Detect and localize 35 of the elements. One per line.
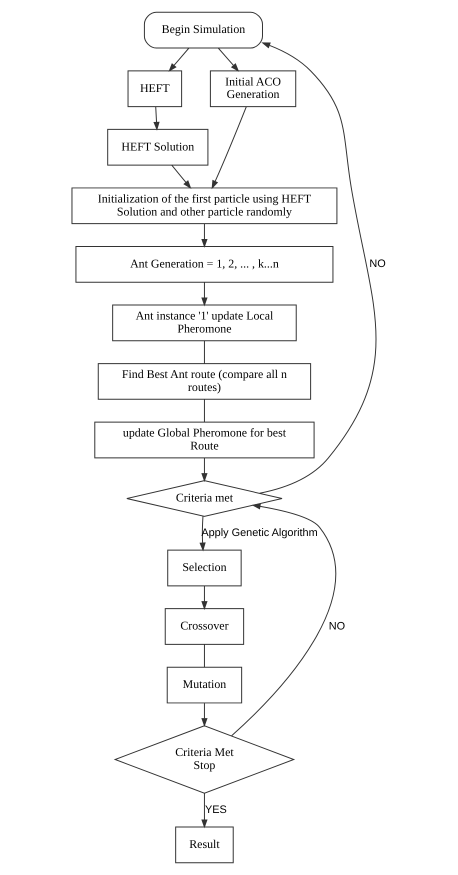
edge-label: NO xyxy=(328,620,346,632)
arrow xyxy=(153,106,160,131)
arrow xyxy=(201,457,208,482)
node-box: Ant instance '1' update Local Pheromone xyxy=(112,304,297,342)
node-box: Find Best Ant route (compare all n routes) xyxy=(98,363,312,400)
arrow xyxy=(231,503,336,736)
connector xyxy=(204,398,205,423)
arrow xyxy=(199,516,206,552)
arrow xyxy=(259,42,376,494)
arrow xyxy=(168,48,190,72)
connector xyxy=(204,340,205,364)
node-box: Begin Simulation xyxy=(144,12,263,49)
node-box: Initialization of the first particle using HEFT Solution and other particle randomly xyxy=(71,187,338,224)
node-diamond: Criteria Met Stop xyxy=(114,725,296,794)
arrow xyxy=(201,282,208,306)
arrow xyxy=(201,792,208,828)
node-box: Crossover xyxy=(164,608,244,645)
node-box: update Global Pheromone for best Route xyxy=(94,422,315,458)
arrow xyxy=(171,164,192,189)
node-box: HEFT xyxy=(128,70,182,108)
arrow xyxy=(201,585,208,610)
arrow xyxy=(212,106,247,190)
arrow xyxy=(218,48,240,72)
arrow xyxy=(201,702,208,728)
edge-label: NO xyxy=(369,258,386,270)
node-diamond: Criteria met xyxy=(126,480,283,517)
edge-label: YES xyxy=(204,804,227,816)
node-box: Ant Generation = 1, 2, ... , k...n xyxy=(75,246,334,283)
node-box: HEFT Solution xyxy=(107,128,208,166)
arrow xyxy=(201,223,208,248)
node-box: Initial ACO Generation xyxy=(210,70,296,108)
node-box: Selection xyxy=(167,550,242,586)
connector xyxy=(204,644,205,668)
node-box: Mutation xyxy=(166,666,242,704)
node-box: Result xyxy=(175,826,234,864)
